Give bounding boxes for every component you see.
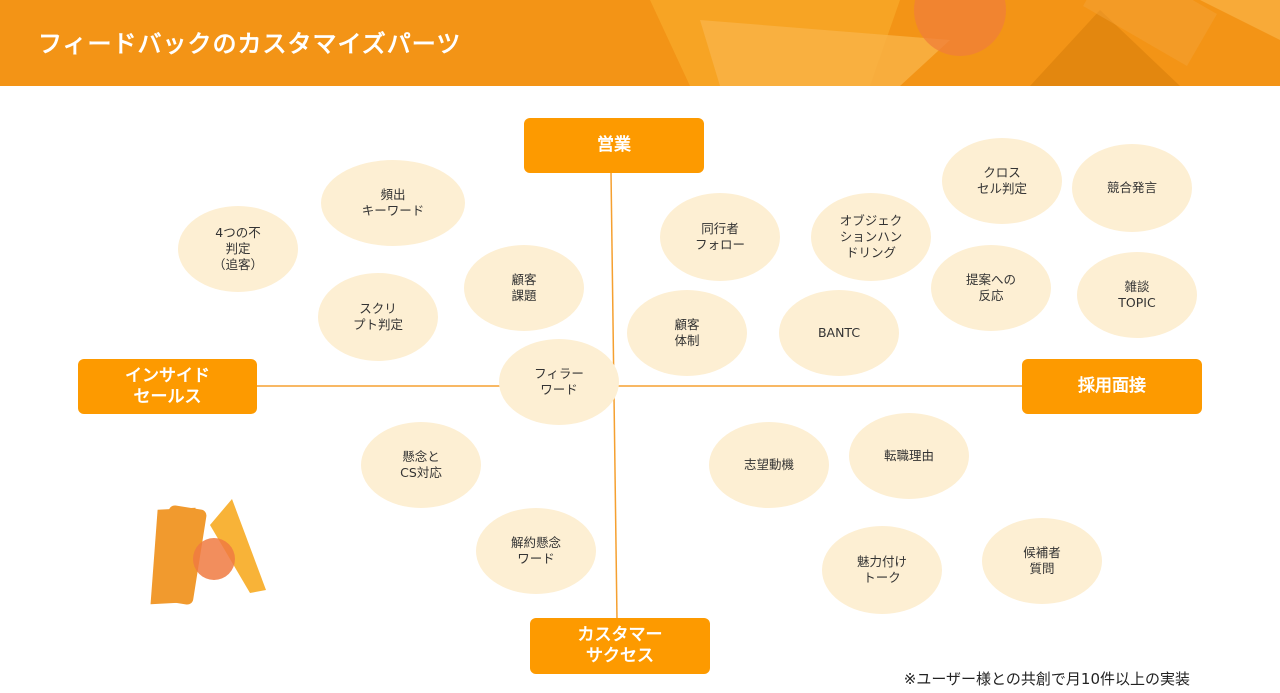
footnote: ※ユーザー様との共創で月10件以上の実装 (903, 670, 1190, 688)
bubble-job-change-reason: 転職理由 (849, 413, 969, 499)
bubble-companion-followup: 同行者 フォロー (660, 193, 780, 281)
axis-label-inside-sales: インサイド セールス (78, 359, 257, 414)
bubble-objection-handling: オブジェク ションハン ドリング (811, 193, 931, 281)
axis-label-sales: 営業 (524, 118, 704, 173)
bubble-four-doubts: 4つの不 判定 （追客） (178, 206, 298, 292)
bubble-customer-structure: 顧客 体制 (627, 290, 747, 376)
axis-label-recruiting-interview: 採用面接 (1022, 359, 1202, 414)
bubble-filler-words: フィラー ワード (499, 339, 619, 425)
header-banner: フィードバックのカスタマイズパーツ (0, 0, 1280, 86)
page-title: フィードバックのカスタマイズパーツ (38, 30, 462, 58)
bubble-script-check: スクリ プト判定 (318, 273, 438, 361)
bubble-appeal-talk: 魅力付け トーク (822, 526, 942, 614)
bubble-cross-sell: クロス セル判定 (942, 138, 1062, 224)
bubble-competitor-mentions: 競合発言 (1072, 144, 1192, 232)
brand-logo (150, 499, 266, 605)
bubble-proposal-reaction: 提案への 反応 (931, 245, 1051, 331)
bubble-bantc: BANTC (779, 290, 899, 376)
bubble-candidate-questions: 候補者 質問 (982, 518, 1102, 604)
bubble-churn-words: 解約懸念 ワード (476, 508, 596, 594)
bubble-small-talk-topic: 雑談 TOPIC (1077, 252, 1197, 338)
axis-label-customer-success: カスタマー サクセス (530, 618, 710, 674)
bubble-frequent-keywords: 頻出 キーワード (321, 160, 465, 246)
bubble-customer-issues: 顧客 課題 (464, 245, 584, 331)
bubble-motivation: 志望動機 (709, 422, 829, 508)
header-decoration (650, 0, 1280, 86)
bubble-concerns-cs-response: 懸念と CS対応 (361, 422, 481, 508)
